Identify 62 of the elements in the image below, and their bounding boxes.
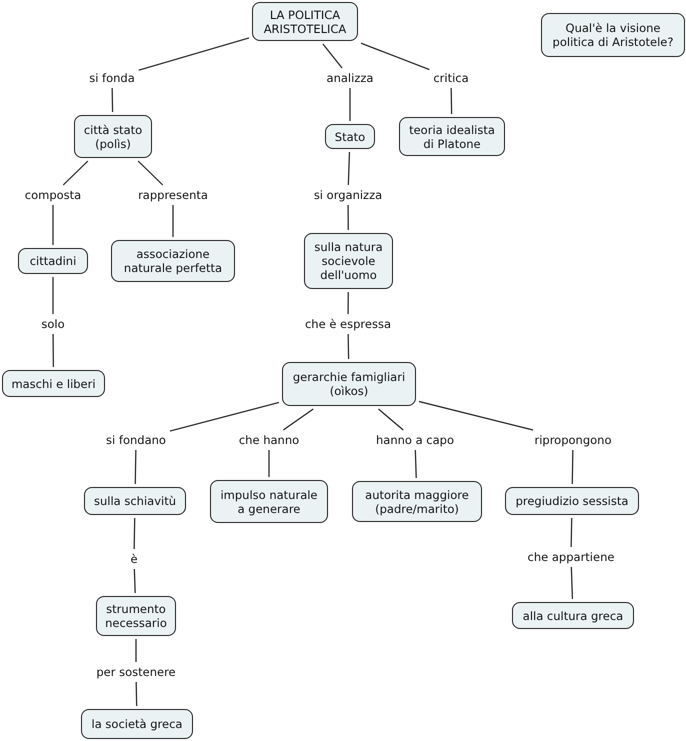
linking-phrase: si fonda bbox=[88, 71, 136, 85]
connector-line bbox=[172, 205, 174, 237]
connector-line bbox=[360, 42, 430, 70]
linking-phrase: ripropongono bbox=[533, 433, 613, 447]
concept-box: la società greca bbox=[81, 709, 193, 739]
linking-phrase: composta bbox=[24, 188, 82, 202]
linking-phrase: si fondano bbox=[105, 433, 167, 447]
concept-box: pregiudizio sessista bbox=[505, 487, 639, 515]
connector-line bbox=[134, 450, 136, 484]
connector-line bbox=[348, 152, 350, 186]
connector-line bbox=[572, 450, 574, 484]
connector-line bbox=[570, 518, 572, 548]
connector-line bbox=[322, 44, 342, 68]
linking-phrase: che appartiene bbox=[526, 550, 616, 564]
concept-box: maschi e liberi bbox=[2, 370, 105, 397]
linking-phrase: è bbox=[129, 552, 139, 566]
connector-line bbox=[52, 334, 54, 367]
concept-box: associazione naturale perfetta bbox=[111, 240, 235, 282]
connector-line bbox=[378, 408, 404, 430]
connector-line bbox=[134, 518, 136, 550]
connector-line bbox=[414, 450, 417, 478]
concept-box: gerarchie famigliari (oìkos) bbox=[282, 362, 416, 406]
concept-box: strumento necessario bbox=[96, 596, 176, 636]
concept-box: sulla schiavitù bbox=[84, 487, 186, 515]
connector-line bbox=[418, 400, 534, 431]
connector-line bbox=[135, 639, 137, 662]
linking-phrase: che hanno bbox=[238, 433, 300, 447]
linking-phrase: solo bbox=[40, 317, 66, 331]
connector-line bbox=[136, 682, 138, 706]
linking-phrase: che è espressa bbox=[304, 317, 392, 331]
connector-line bbox=[347, 292, 349, 314]
concept-box: Stato bbox=[325, 124, 375, 149]
connector-line bbox=[570, 566, 574, 600]
connector-line bbox=[349, 88, 351, 121]
concept-box: alla cultura greca bbox=[512, 602, 634, 629]
linking-phrase: rappresenta bbox=[137, 188, 209, 202]
connector-line bbox=[112, 88, 114, 112]
concept-box: impulso naturale a generare bbox=[210, 480, 328, 523]
concept-box: cittadini bbox=[18, 248, 88, 274]
connector-line bbox=[138, 37, 250, 71]
concept-box: LA POLITICA ARISTOTELICA bbox=[252, 2, 358, 41]
concept-box: teoria idealista di Platone bbox=[399, 117, 505, 156]
linking-phrase: analizza bbox=[326, 71, 374, 85]
connector-line bbox=[268, 450, 270, 477]
connector-line bbox=[52, 277, 54, 314]
linking-phrase: critica bbox=[432, 71, 470, 85]
connector-line bbox=[134, 568, 136, 594]
linking-phrase: si organizza bbox=[312, 188, 384, 202]
connector-line bbox=[347, 205, 349, 230]
concept-box: città stato (polìs) bbox=[74, 115, 152, 158]
connector-line bbox=[138, 160, 164, 186]
linking-phrase: per sostenere bbox=[95, 665, 177, 679]
connector-line bbox=[282, 408, 314, 430]
connector-line bbox=[62, 160, 88, 186]
connector-line bbox=[348, 334, 350, 360]
connector-line bbox=[52, 205, 54, 245]
connector-line bbox=[450, 88, 452, 114]
concept-box: Qual'è la visione politica di Aristotele? bbox=[541, 13, 685, 57]
linking-phrase: hanno a capo bbox=[375, 433, 455, 447]
connector-line bbox=[170, 402, 280, 432]
concept-box: sulla natura socievole dell'uomo bbox=[304, 233, 393, 289]
concept-box: autorita maggiore (padre/marito) bbox=[352, 481, 482, 522]
